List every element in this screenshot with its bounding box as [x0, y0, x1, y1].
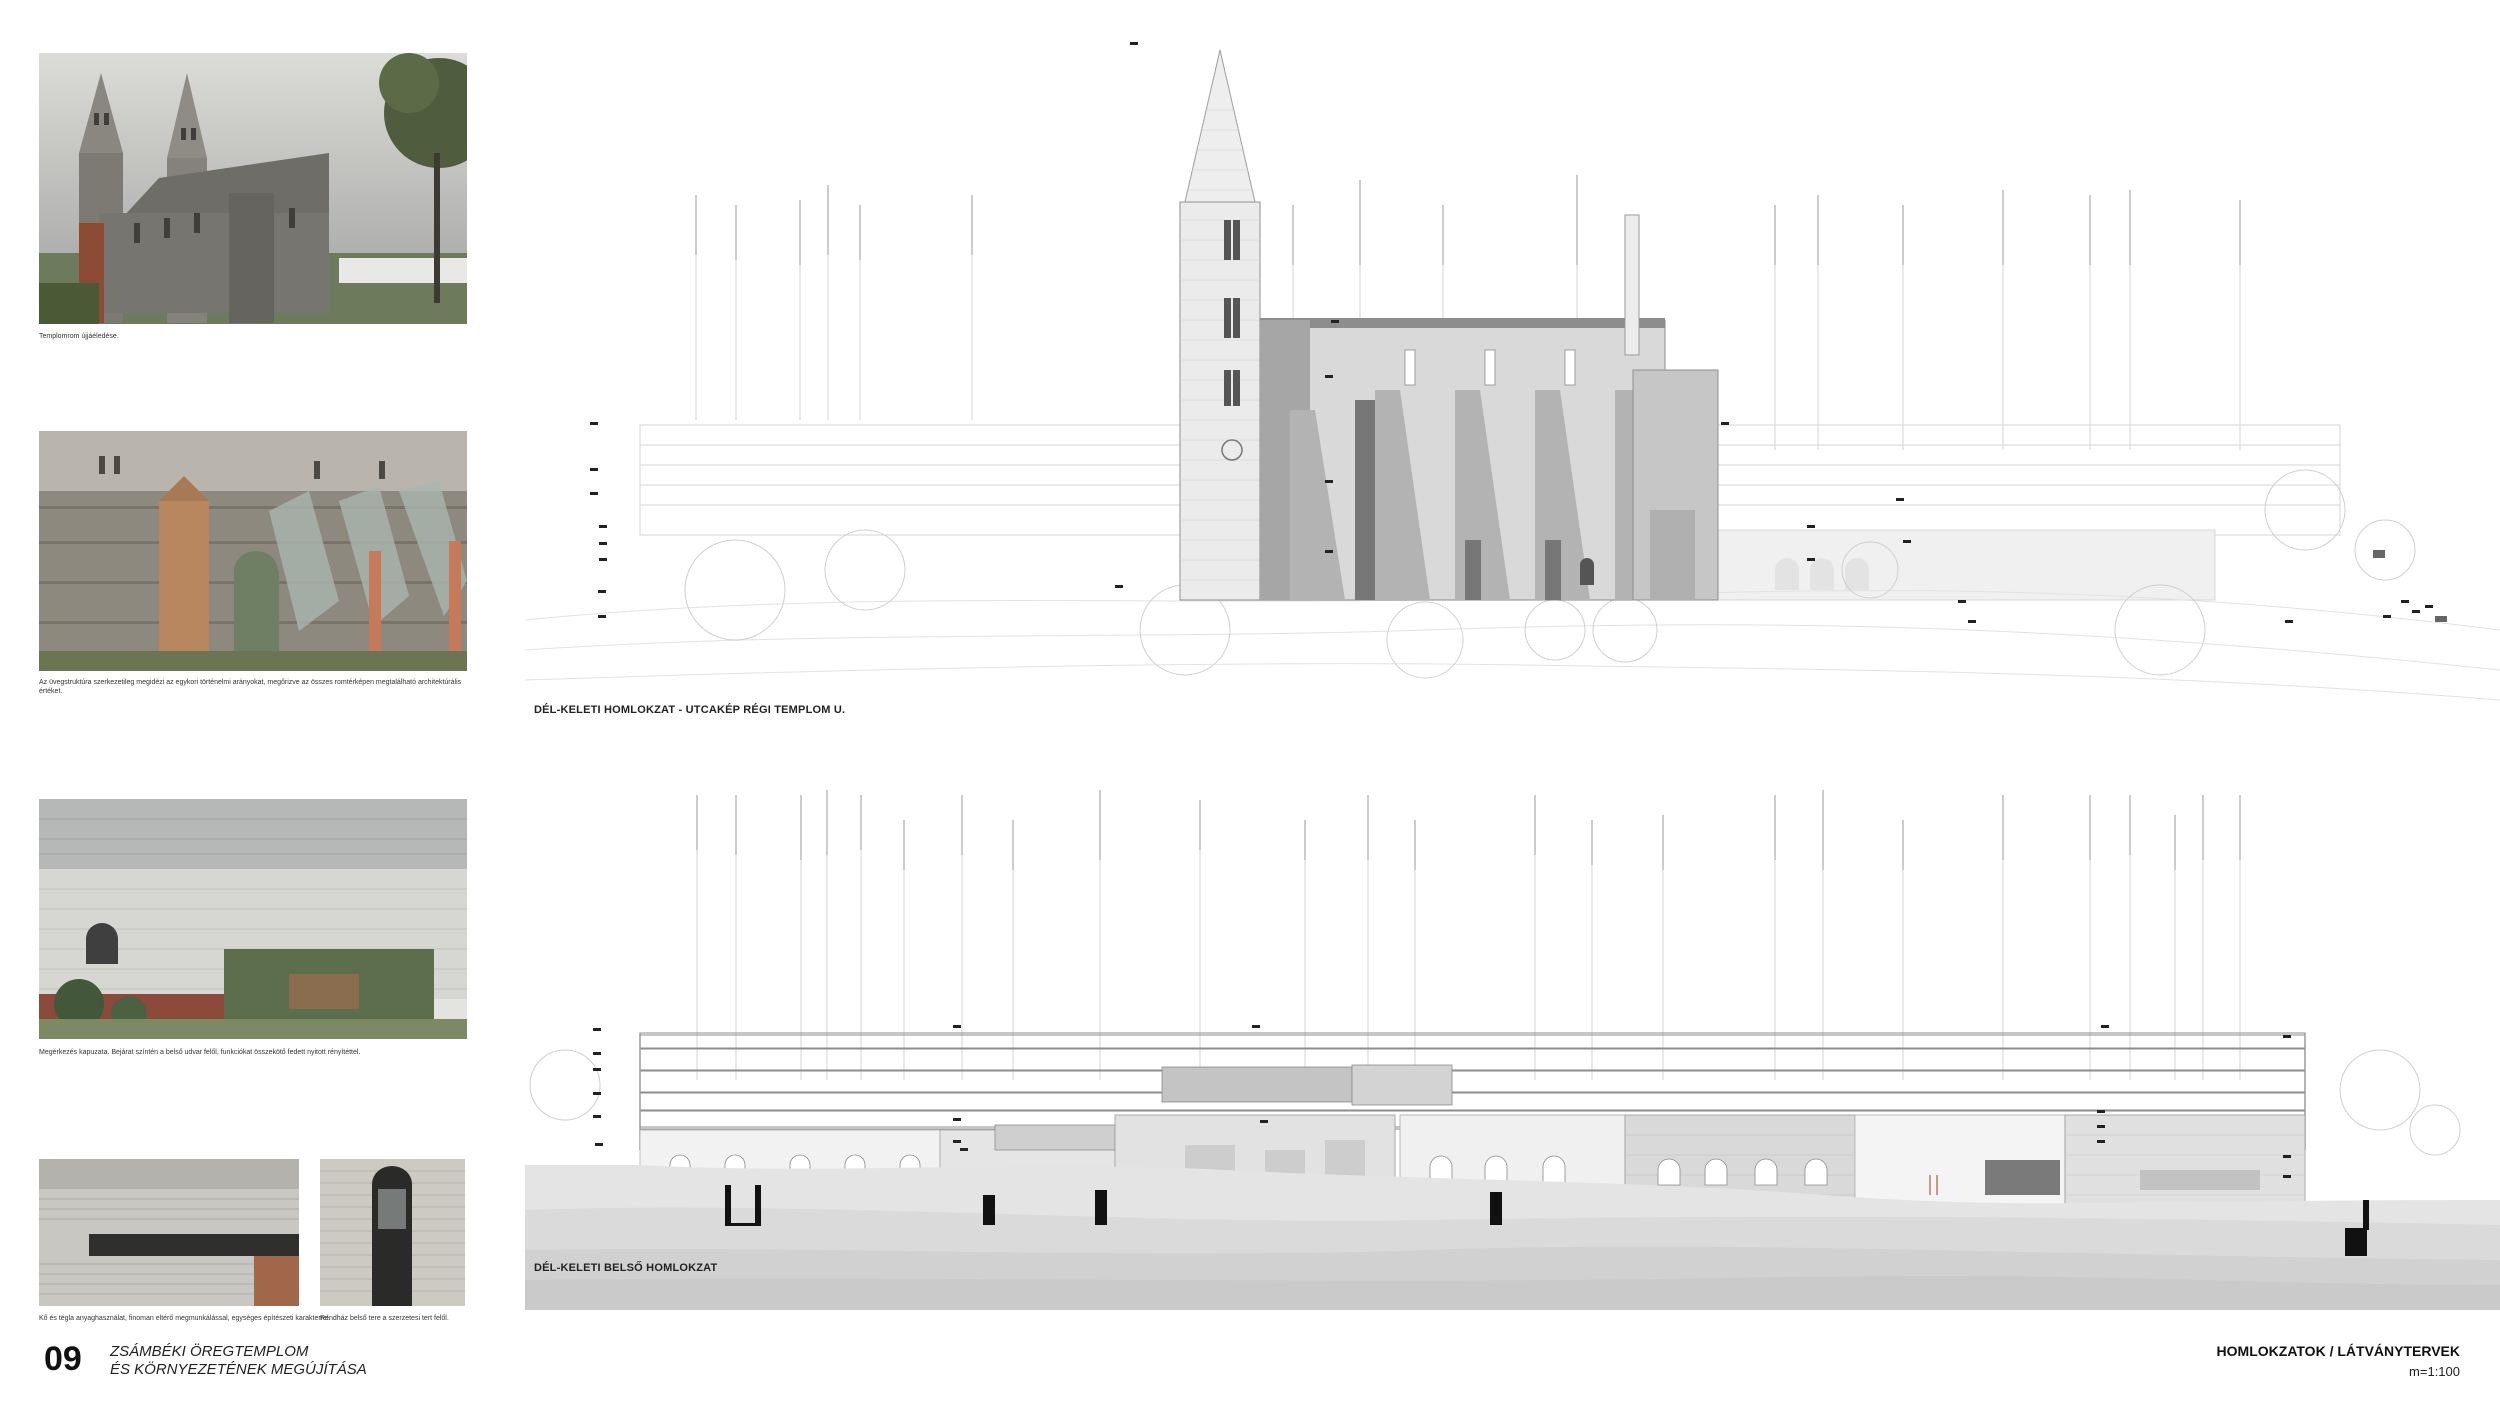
sheet-title: HOMLOKZATOK / LÁTVÁNYTERVEK — [2216, 1343, 2460, 1359]
elevation-drawing-street — [525, 30, 2500, 740]
photo-monastery-interior — [320, 1159, 465, 1306]
project-title-line2: ÉS KÖRNYEZETÉNEK MEGÚJÍTÁSA — [110, 1361, 367, 1378]
photo-caption: Megérkezés kapuzata. Bejárat színtén a b… — [39, 1049, 361, 1056]
photo-caption: Az üvegstruktúra szerkezetileg megidézi … — [39, 679, 462, 695]
photo-entrance — [39, 799, 467, 1039]
photo-caption: Kő és tégla anyaghasználat, finoman elté… — [39, 1315, 331, 1322]
photo-materials — [39, 1159, 299, 1306]
sheet-scale: m=1:100 — [2409, 1364, 2460, 1379]
sheet-number: 09 — [44, 1340, 82, 1378]
elevation-drawing-inner — [525, 780, 2500, 1310]
photo-caption: Rendház belső tere a szerzetesi tert fel… — [320, 1315, 449, 1322]
photo-glass-structure — [39, 431, 467, 671]
photo-caption: Templomrom újjáéledése. — [39, 333, 119, 340]
elevation-label-street: DÉL-KELETI HOMLOKZAT - UTCAKÉP RÉGI TEMP… — [534, 704, 846, 716]
photo-church-render — [39, 53, 467, 324]
project-title-line1: ZSÁMBÉKI ÖREGTEMPLOM — [110, 1343, 309, 1360]
project-title: ZSÁMBÉKI ÖREGTEMPLOM ÉS KÖRNYEZETÉNEK ME… — [110, 1343, 367, 1379]
elevation-label-inner: DÉL-KELETI BELSŐ HOMLOKZAT — [534, 1262, 718, 1274]
